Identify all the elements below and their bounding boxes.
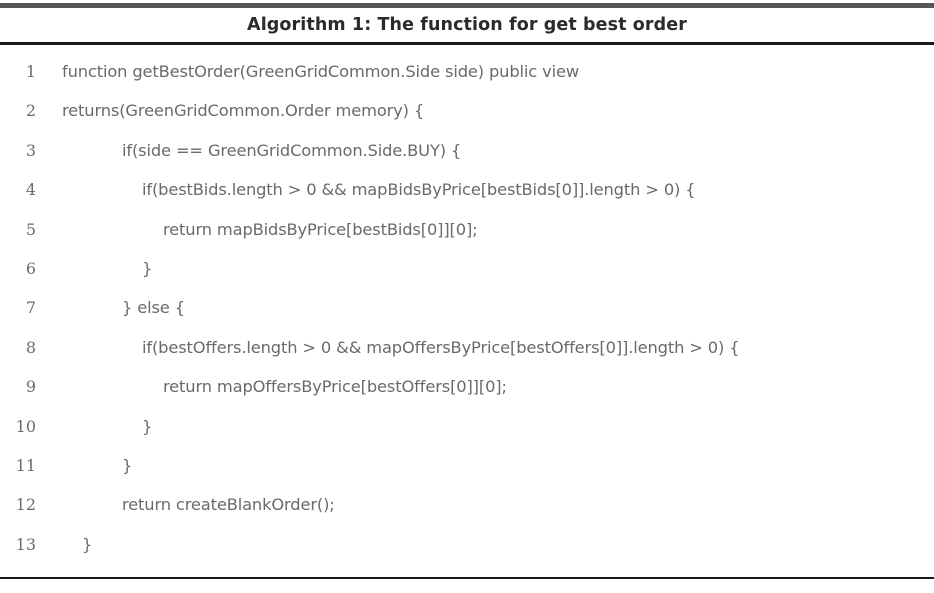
line-code: return createBlankOrder(); [122, 495, 335, 515]
algorithm-caption: Algorithm 1: The function for get best o… [247, 15, 687, 35]
code-line: 9 return mapOffersByPrice[bestOffers[0]][… [0, 367, 934, 406]
code-line: 1 function getBestOrder(GreenGridCommon.S… [0, 52, 934, 91]
line-code: if(side == GreenGridCommon.Side.BUY) { [122, 140, 462, 160]
line-code: } [142, 258, 153, 278]
line-number: 7 [25, 298, 36, 318]
line-number: 4 [25, 180, 36, 200]
line-number: 1 [25, 62, 36, 81]
line-code: if(bestBids.length > 0 && mapBidsByPrice… [142, 180, 696, 200]
line-code: if(bestOffers.length > 0 && mapOffersByP… [142, 337, 740, 357]
line-code: return mapBidsByPrice[bestBids[0]][0]; [163, 219, 478, 239]
code-line: 8 if(bestOffers.length > 0 && mapOffersBy… [0, 328, 934, 367]
line-number: 6 [25, 258, 36, 278]
code-line: 11} [0, 446, 934, 485]
line-number: 8 [25, 337, 36, 357]
line-number: 10 [15, 416, 36, 436]
line-number: 9 [25, 377, 36, 397]
line-number: 13 [15, 534, 36, 554]
algorithm-caption-rule [0, 42, 934, 45]
line-code: } [82, 534, 93, 554]
line-number: 5 [25, 219, 36, 239]
line-code: } else { [122, 298, 185, 318]
line-code: return mapOffersByPrice[bestOffers[0]][0… [163, 377, 507, 397]
code-line: 7 } else { [0, 288, 934, 327]
line-code: } [142, 416, 153, 436]
code-line: 10} [0, 407, 934, 446]
code-line: 5 return mapBidsByPrice[bestBids[0]][0]; [0, 210, 934, 249]
code-line: 13} [0, 525, 934, 564]
algorithm-top-rule [0, 3, 934, 8]
line-number: 3 [25, 140, 36, 160]
line-code: returns(GreenGridCommon.Order memory) { [62, 101, 425, 121]
line-code: } [122, 455, 133, 475]
line-code: function getBestOrder(GreenGridCommon.Si… [62, 62, 579, 81]
line-number: 11 [15, 455, 36, 475]
code-line: 4 if(bestBids.length > 0 && mapBidsByPric… [0, 170, 934, 209]
code-line: 2 returns(GreenGridCommon.Order memory) { [0, 91, 934, 130]
code-line: 6} [0, 249, 934, 288]
line-number: 12 [15, 495, 36, 515]
code-line: 12 return createBlankOrder(); [0, 485, 934, 524]
code-line: 3 if(side == GreenGridCommon.Side.BUY) { [0, 131, 934, 170]
line-number: 2 [25, 101, 36, 121]
algorithm-bottom-rule [0, 577, 934, 579]
algorithm-code-body: 1 function getBestOrder(GreenGridCommon.S… [0, 52, 934, 576]
